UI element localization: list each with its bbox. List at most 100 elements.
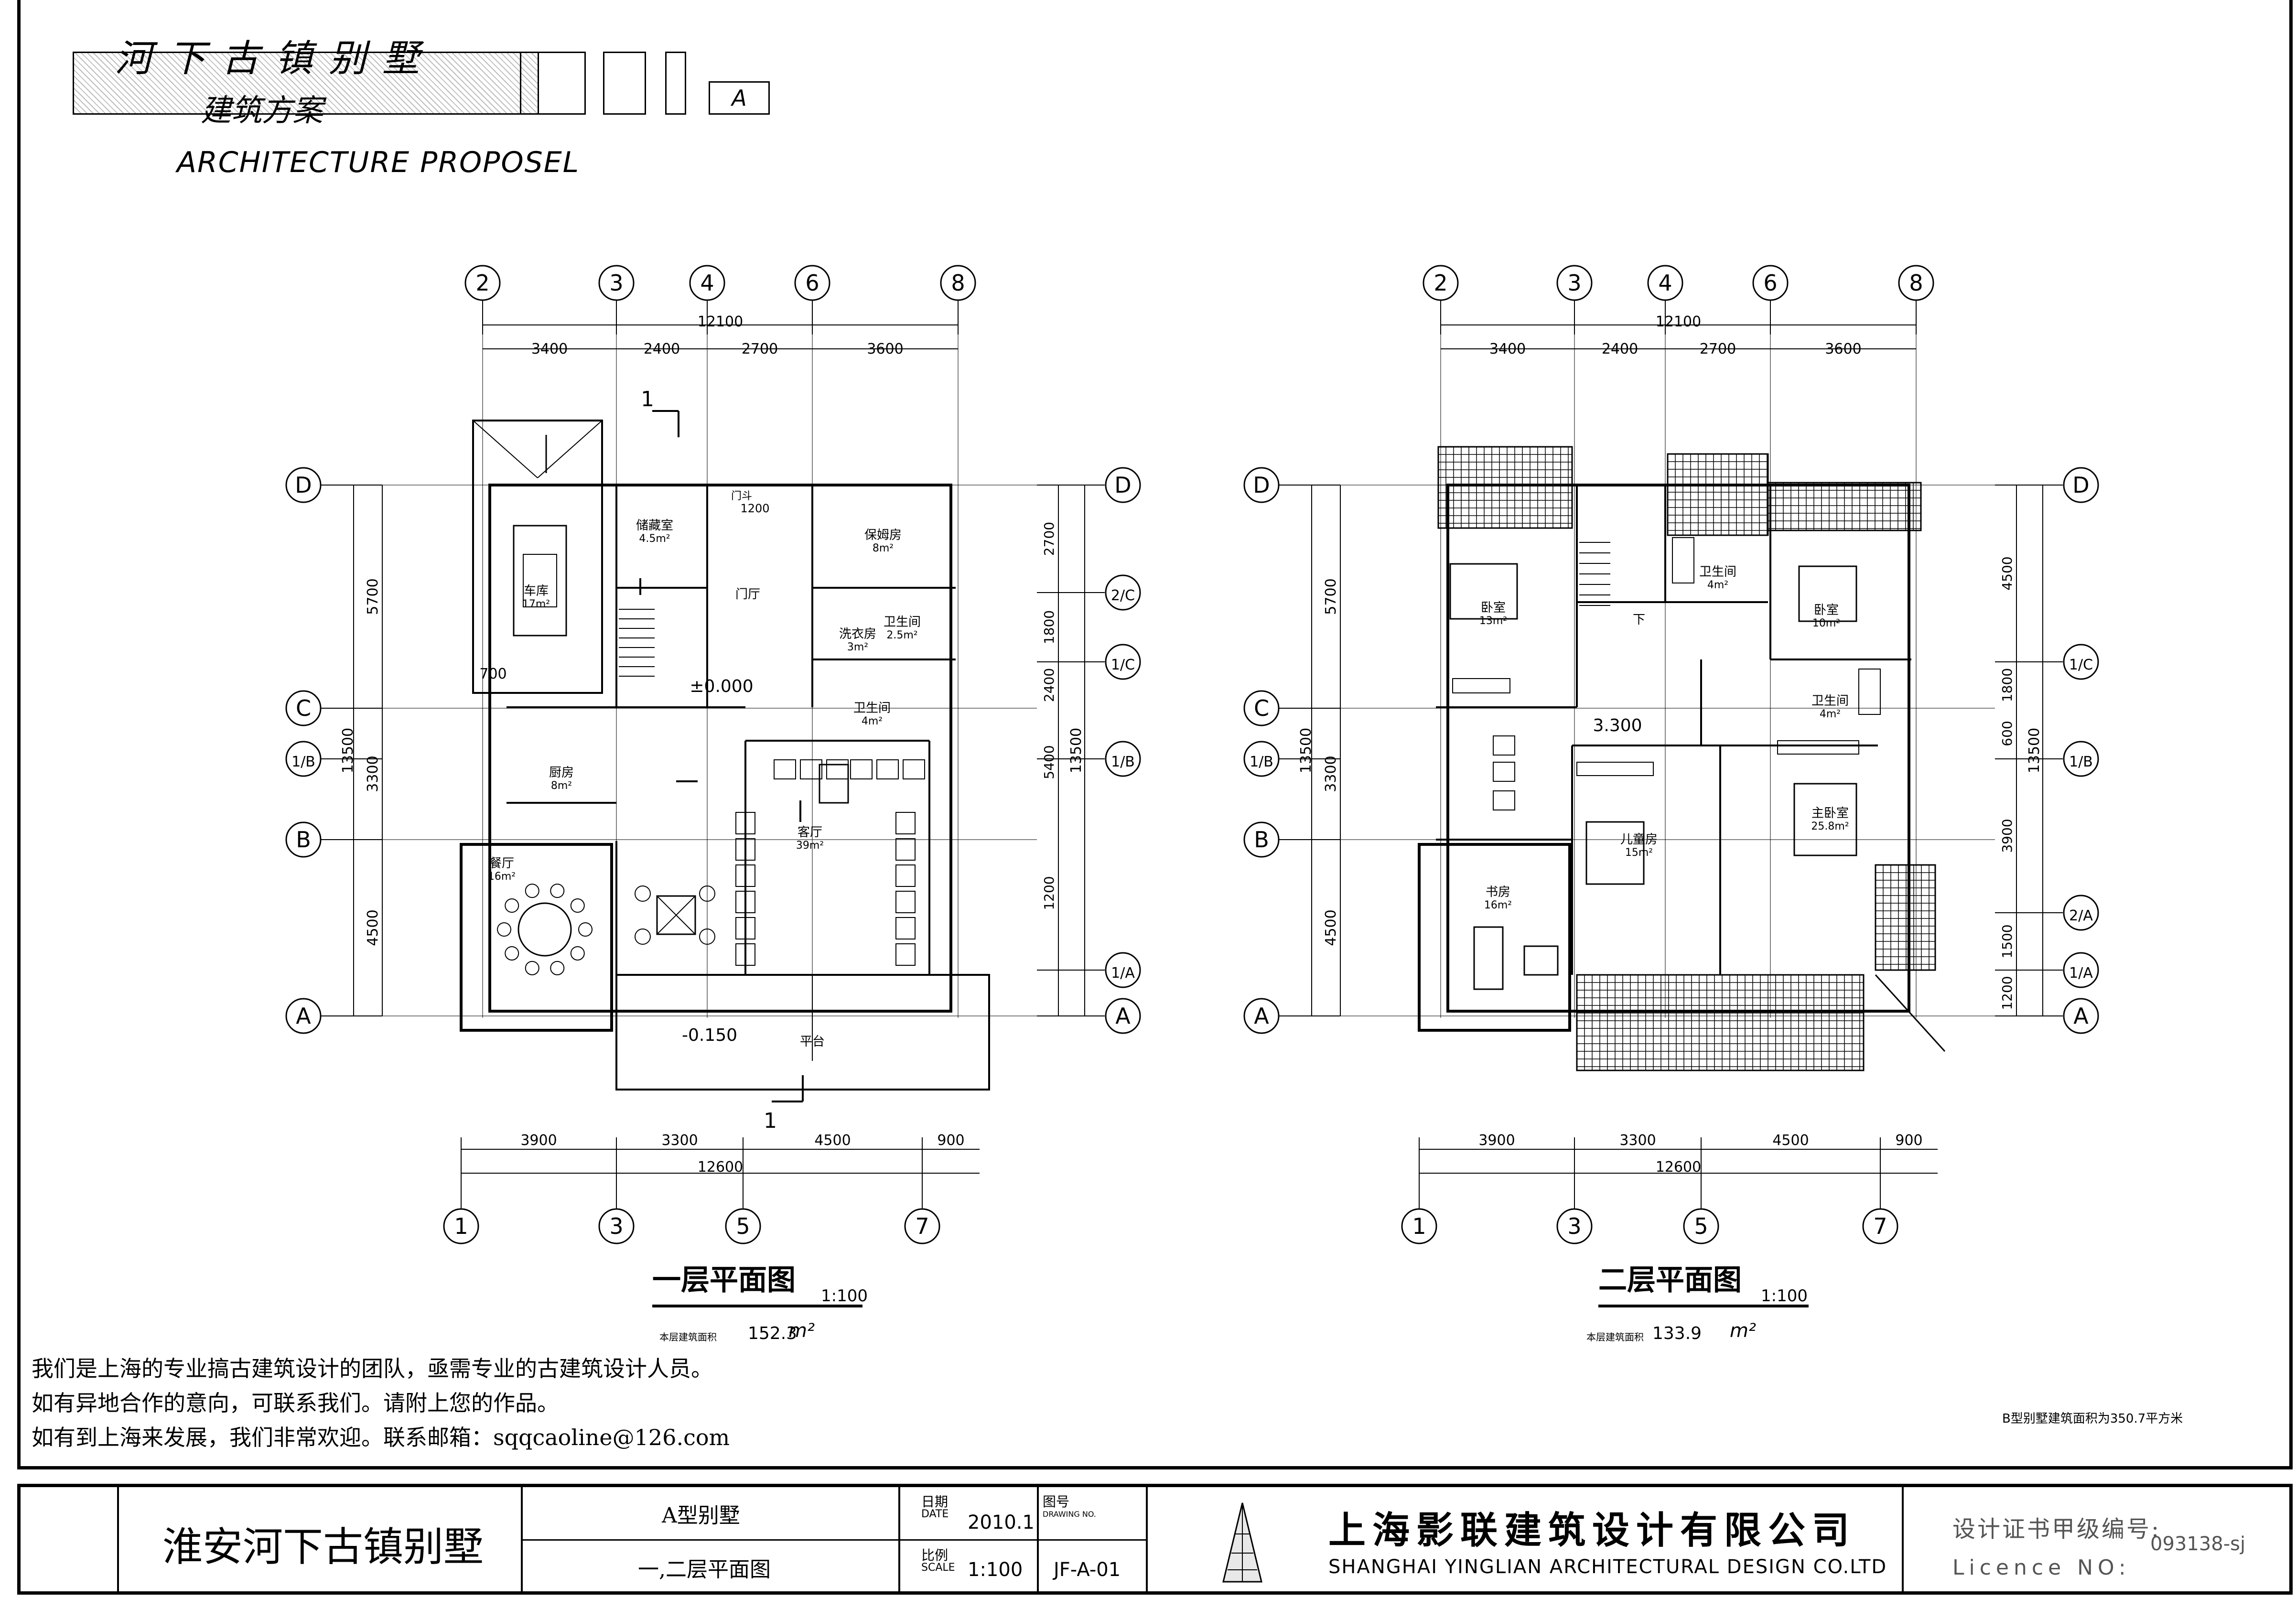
car-cabin xyxy=(523,554,557,607)
plan_left-axis-right-1-label: 2/C xyxy=(1111,587,1135,604)
elevation-upper-floor: 3.300 xyxy=(1593,716,1642,735)
second-floor-title-underline xyxy=(1598,1305,1809,1307)
plan_left-axis-right-3 xyxy=(1105,741,1141,777)
dining-chair xyxy=(570,946,585,961)
project-subtitle: 建筑方案 xyxy=(201,93,323,129)
drawing-no-label: 图号 DRAWING NO. xyxy=(1043,1494,1096,1519)
project-title-english: ARCHITECTURE PROPOSEL xyxy=(177,146,580,179)
total-area-note: B型别墅建筑面积为350.7平方米 xyxy=(2002,1412,2183,1426)
company-name-english: SHANGHAI YINGLIAN ARCHITECTURAL DESIGN C… xyxy=(1328,1556,1887,1578)
plan_left-axis-left-0 xyxy=(285,467,322,503)
sofa-seat xyxy=(735,812,755,834)
room-name-right-5: 儿童房 xyxy=(1620,832,1658,847)
bathtub xyxy=(1672,537,1694,583)
room-area-left-0: 17m² xyxy=(522,598,550,610)
plan_right-dim-bottom-2: 4500 xyxy=(1772,1132,1809,1149)
room-area-left-8: 16m² xyxy=(488,871,516,883)
plan_right-dim-right-1: 1800 xyxy=(1999,668,2015,702)
plan_right-axis-right-5 xyxy=(2063,998,2099,1034)
plan_right-dim-top-2: 2700 xyxy=(1700,341,1736,357)
licence-label: 设计证书甲级编号: xyxy=(1952,1516,2161,1543)
plan_right-axis-right-1-label: 1/C xyxy=(2069,657,2093,673)
plan_left-dim-bottom-0: 3900 xyxy=(520,1132,557,1149)
sofa-seat xyxy=(895,864,916,887)
second-floor-area-label: 本层建筑面积 xyxy=(1586,1331,1644,1343)
wardrobe xyxy=(1452,678,1510,693)
title-hatch-panel xyxy=(73,52,539,115)
title-box-3 xyxy=(665,52,686,115)
plan_right-dim-left-0: 5700 xyxy=(1323,578,1339,615)
plan_left-axis-left-0-label: D xyxy=(295,472,312,498)
plan_right-axis-top-6-label: 6 xyxy=(1763,270,1777,296)
tea-chair xyxy=(699,885,715,902)
balcony-tiles-3-outline xyxy=(1767,482,1922,531)
plan_left-axis-left-1-label: C xyxy=(296,695,311,721)
room-area-right-1: 4m² xyxy=(1707,579,1728,591)
first-floor-area-value: 152.3 xyxy=(748,1324,798,1343)
recruit-note-line-1: 我们是上海的专业搞古建筑设计的团队，亟需专业的古建筑设计人员。 xyxy=(32,1356,713,1382)
tb-divider-5 xyxy=(1146,1484,1148,1595)
plan_left-axis-top-4-label: 4 xyxy=(700,270,714,296)
room-name-left-0: 车库 xyxy=(524,584,549,598)
bed-kids xyxy=(1585,821,1645,885)
room-area-left-1: 4.5m² xyxy=(639,533,670,545)
plan_right-outer-wall xyxy=(1446,484,1910,1013)
furniture xyxy=(1493,735,1515,756)
drawing-type: A型别墅 xyxy=(662,1503,740,1528)
plan_right-axis-bottom-1-label: 1 xyxy=(1412,1213,1426,1239)
licence-number: 093138-sj xyxy=(2150,1533,2246,1555)
plan_right-dim-left-1: 3300 xyxy=(1323,756,1339,792)
sofa-seat xyxy=(903,759,925,779)
terrace-edge xyxy=(1875,974,1946,1052)
sofa-seat xyxy=(735,891,755,913)
dining-chair xyxy=(550,884,565,898)
room-area-left-3: 8m² xyxy=(873,542,894,554)
plan_right-axis-left-1-label: C xyxy=(1254,695,1269,721)
scale-label: 比例 SCALE xyxy=(921,1547,955,1574)
elevation-ground-floor: ±0.000 xyxy=(690,677,753,696)
plan_right-axis-right-2-label: 1/B xyxy=(2069,754,2093,770)
tea-table xyxy=(656,895,696,935)
title-box-2 xyxy=(603,52,646,115)
room-area-right-3: 4m² xyxy=(1820,708,1841,720)
tea-chair xyxy=(699,929,715,945)
room-name-right-6: 书房 xyxy=(1486,885,1510,899)
plan_right-dim-top-3: 3600 xyxy=(1825,341,1861,357)
plan_left-axis-right-5 xyxy=(1105,998,1141,1034)
first-floor-scale: 1:100 xyxy=(821,1286,868,1306)
garage-door-arc xyxy=(473,420,538,478)
plan_left-outer-wall xyxy=(488,484,952,1013)
plan_right-dim-bottom-total: 12600 xyxy=(1656,1159,1701,1176)
plan_right-axis-right-2 xyxy=(2063,741,2099,777)
plan_right-axis-right-5-label: A xyxy=(2073,1003,2089,1029)
plan_right-wing-wall xyxy=(1418,843,1571,1032)
bed-bedroom-1 xyxy=(1449,563,1518,620)
balcony-tiles-1-outline xyxy=(1437,446,1573,529)
plan_right-axis-bottom-3-label: 3 xyxy=(1567,1213,1581,1239)
second-floor-area-unit: m² xyxy=(1730,1320,1756,1342)
plan_right-dim-top-0: 3400 xyxy=(1489,341,1526,357)
plan_right-dim-left-total: 13500 xyxy=(1298,728,1315,773)
terrace xyxy=(615,974,990,1091)
tea-chair xyxy=(635,929,651,945)
corner-tiles xyxy=(1875,864,1935,970)
plan_left-dim-top-0: 3400 xyxy=(531,341,568,357)
garage xyxy=(472,420,603,694)
dining-chair xyxy=(525,961,539,975)
plan_right-dim-right-total: 13500 xyxy=(2026,728,2043,773)
plan_right-axis-top-2-label: 2 xyxy=(1434,270,1447,296)
terrace-tiles-outline xyxy=(1576,974,1865,1071)
car-outline xyxy=(513,525,567,637)
room-name-left-8: 餐厅 xyxy=(489,856,514,871)
furniture xyxy=(1493,762,1515,782)
sofa-seat xyxy=(850,759,873,779)
room-name-left-7: 厨房 xyxy=(549,766,574,780)
plan_right-axis-right-0 xyxy=(2063,467,2099,503)
project-title: 河下古镇别墅 xyxy=(115,37,436,80)
bed-master xyxy=(1793,783,1857,856)
plan_right-axis-top-3-label: 3 xyxy=(1567,270,1581,296)
tea-chair xyxy=(635,885,651,902)
plan_left-axis-right-2-label: 1/C xyxy=(1111,657,1135,673)
room-area-right-4: 25.8m² xyxy=(1811,821,1849,832)
room-name-right-3: 卫生间 xyxy=(1811,694,1849,708)
